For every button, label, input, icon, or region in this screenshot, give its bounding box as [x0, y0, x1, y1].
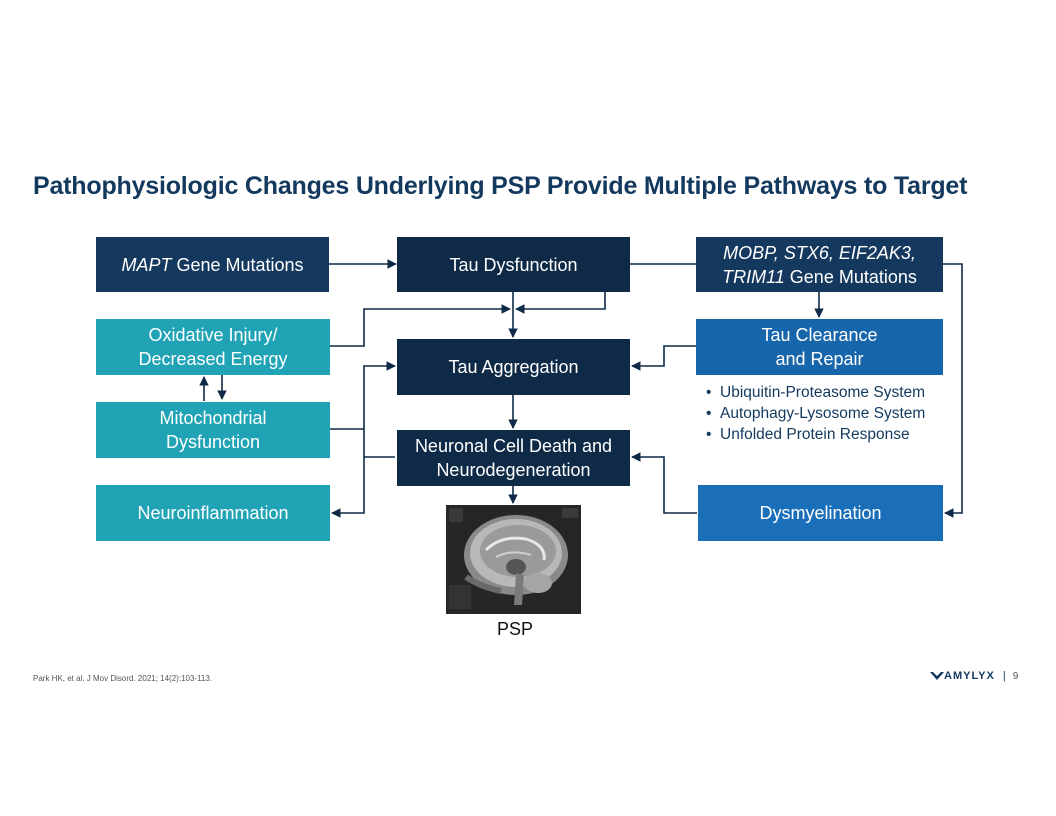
mobp-gene-mutations-box: MOBP, STX6, EIF2AK3, TRIM11 Gene Mutatio… — [696, 237, 943, 292]
citation: Park HK, et al. J Mov Disord. 2021; 14(2… — [33, 674, 213, 683]
neuroinflammation-box: Neuroinflammation — [96, 485, 330, 541]
tau-dysfunction-label: Tau Dysfunction — [449, 254, 578, 275]
arrow-dysmyelination-to-neuronal — [631, 452, 697, 514]
dysmyelination-box: Dysmyelination — [698, 485, 943, 541]
arrow-oxidative-to-aggregation — [330, 304, 511, 347]
mapt-rest: Gene Mutations — [171, 254, 304, 275]
neuronal-line2: Neurodegeneration — [436, 460, 591, 480]
slide-title: Pathophysiologic Changes Underlying PSP … — [33, 172, 968, 200]
page-number: 9 — [1012, 670, 1019, 682]
neuronal-line1: Neuronal Cell Death and — [414, 436, 613, 456]
arrow-mobp-to-dysmyelination — [943, 263, 963, 518]
company-logo: AMYLYX | 9 — [930, 670, 1018, 682]
mitochondrial-dysfunction-box: Mitochondrial Dysfunction — [96, 402, 330, 458]
bullet-item: •Ubiquitin-Proteasome System — [706, 384, 926, 401]
mapt-gene-mutations-box: MAPT Gene Mutations — [96, 237, 329, 292]
neuroinflammation-label: Neuroinflammation — [137, 503, 289, 523]
oxidative-injury-box: Oxidative Injury/ Decreased Energy — [96, 319, 330, 375]
oxidative-line2: Decreased Energy — [138, 349, 288, 369]
amylyx-logo-icon — [930, 672, 944, 680]
arrow-clearance-to-aggregation — [631, 345, 696, 371]
bullet-item: •Unfolded Protein Response — [706, 426, 910, 443]
mobp-line2-italic: TRIM11 — [722, 266, 785, 287]
mobp-line2-rest: Gene Mutations — [784, 266, 917, 287]
dysmyelination-label: Dysmyelination — [759, 503, 882, 523]
arrow-merge-right — [515, 292, 606, 314]
mitochondrial-line1: Mitochondrial — [159, 408, 267, 428]
logo-text: AMYLYX — [944, 670, 995, 682]
tau-dysfunction-box: Tau Dysfunction — [397, 237, 630, 292]
psp-caption: PSP — [496, 619, 534, 639]
mitochondrial-line2: Dysfunction — [165, 432, 261, 452]
neuronal-cell-death-box: Neuronal Cell Death and Neurodegeneratio… — [397, 430, 630, 486]
tau-clearance-line2: and Repair — [775, 349, 864, 369]
logo-separator: | — [1002, 670, 1007, 682]
brain-mri-image — [446, 505, 581, 614]
mobp-line1: MOBP, STX6, EIF2AK3, — [723, 242, 916, 263]
tau-aggregation-box: Tau Aggregation — [397, 339, 630, 395]
arrow-to-neuroinflammation — [331, 429, 365, 518]
mapt-italic: MAPT — [121, 254, 172, 275]
oxidative-line1: Oxidative Injury/ — [148, 325, 278, 345]
bullet-item: •Autophagy-Lysosome System — [706, 405, 926, 422]
tau-clearance-line1: Tau Clearance — [761, 325, 878, 345]
tau-clearance-bullet-list: •Ubiquitin-Proteasome System •Autophagy-… — [706, 382, 956, 445]
tau-clearance-box: Tau Clearance and Repair — [696, 319, 943, 375]
arrow-mito-to-aggregation — [330, 361, 396, 430]
tau-aggregation-label: Tau Aggregation — [448, 357, 579, 377]
